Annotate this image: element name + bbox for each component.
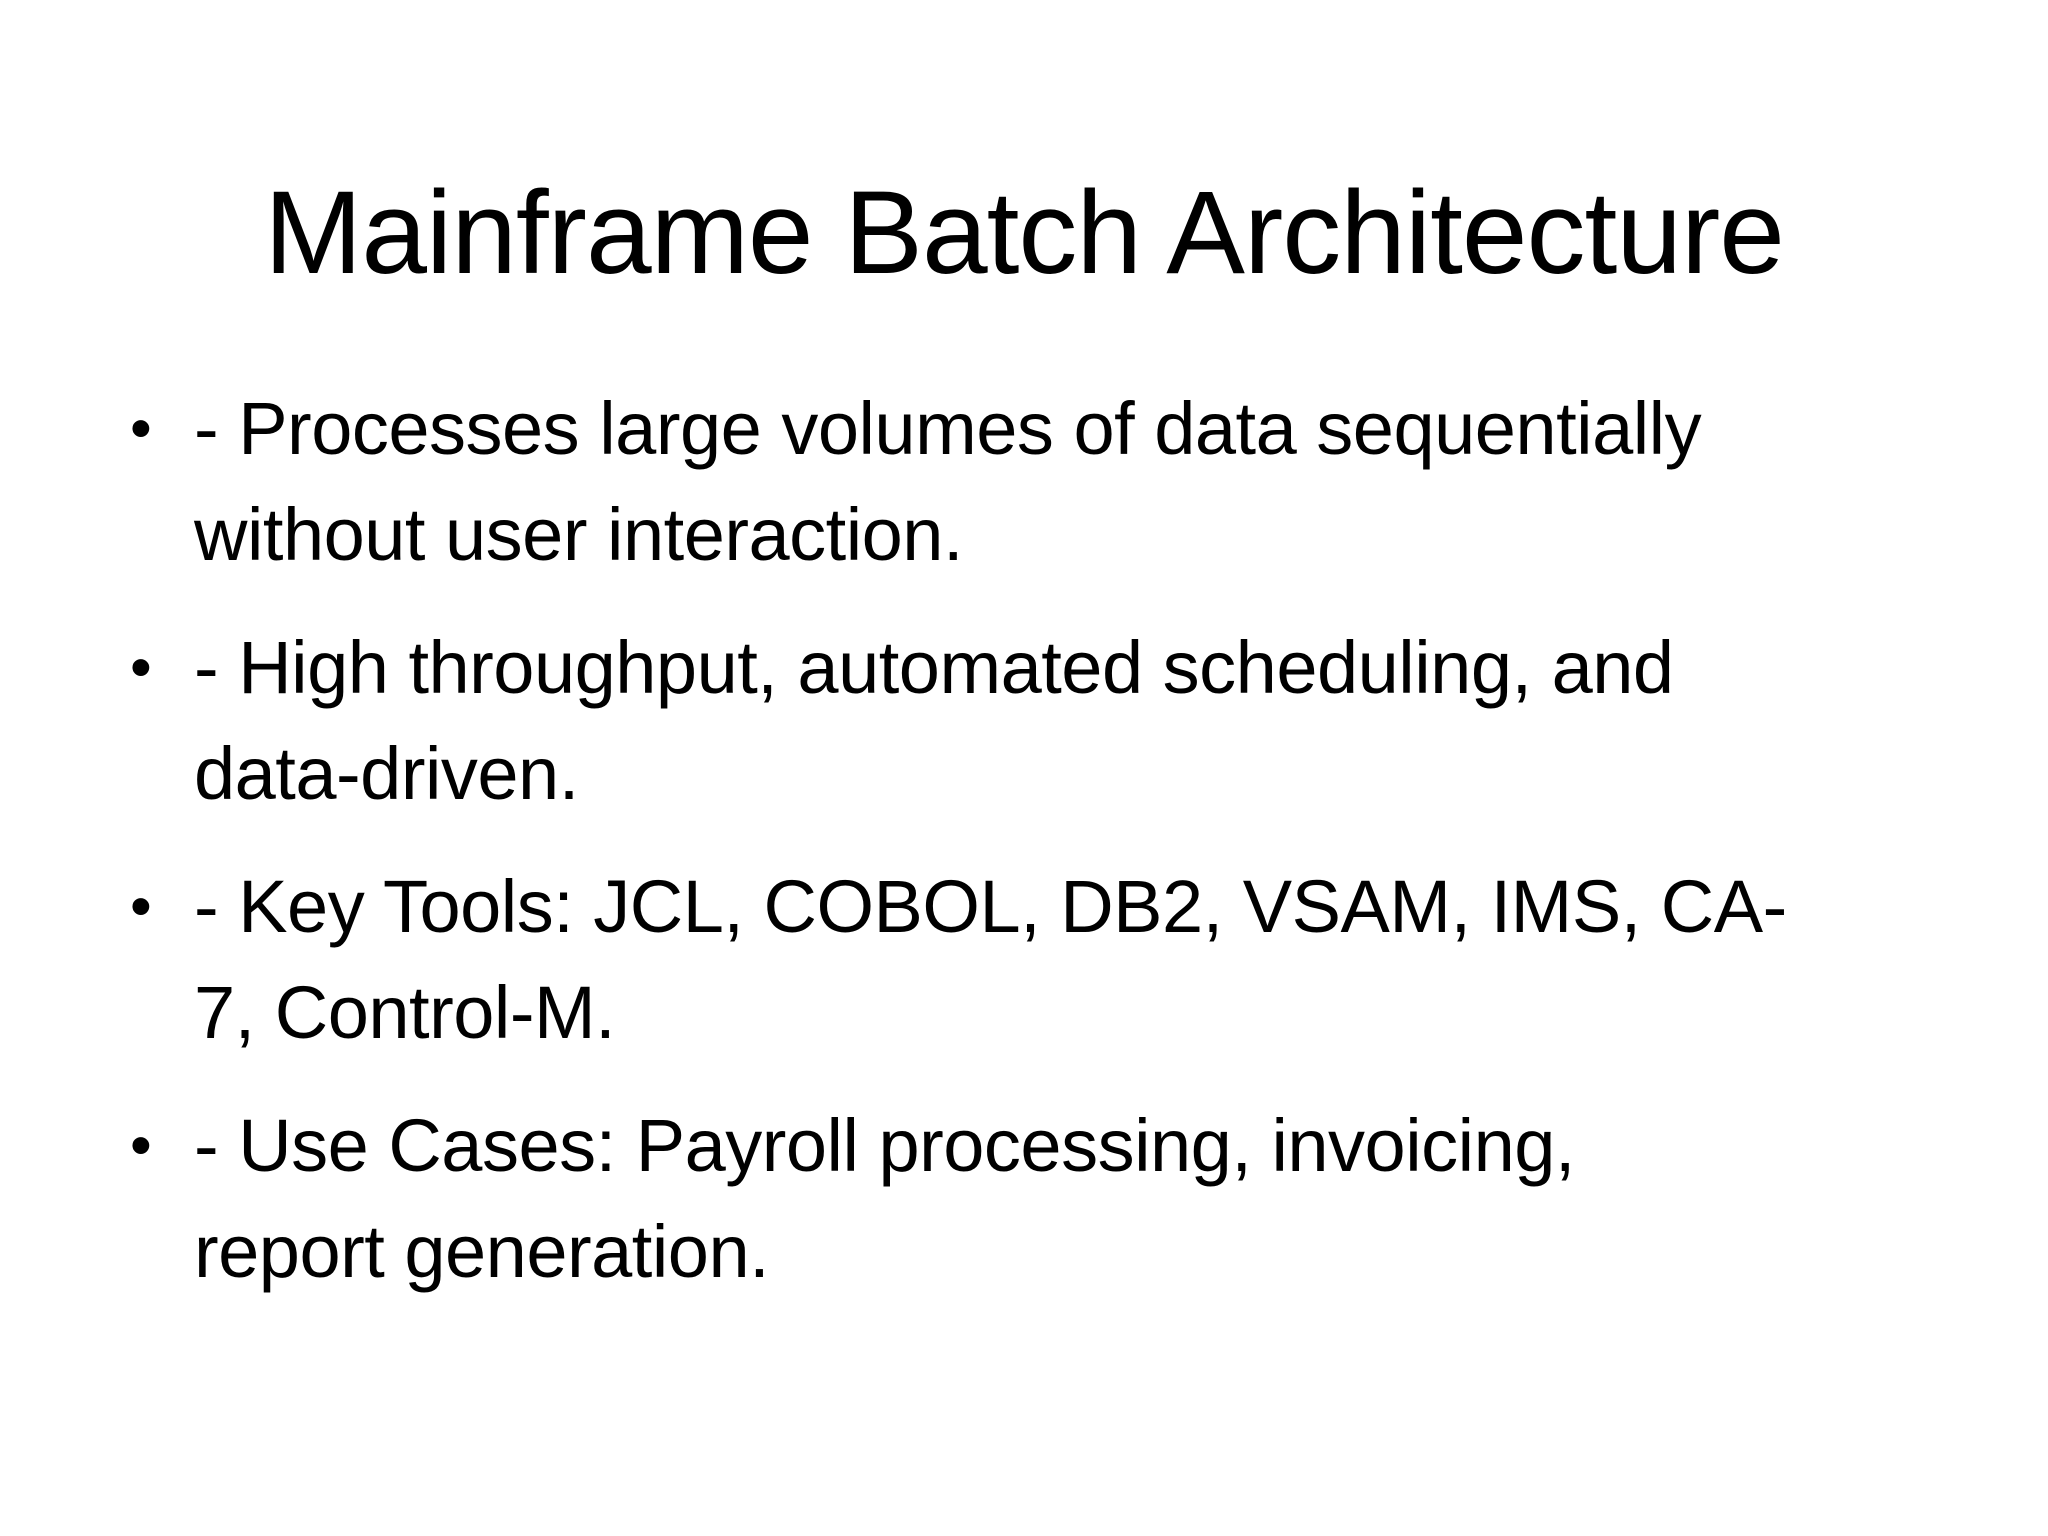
bullet-text-line: - Use Cases: Payroll processing, invoici… [194, 1104, 1575, 1187]
bullet-text-line: report generation. [194, 1210, 770, 1293]
bullet-icon: • [130, 394, 152, 463]
bullet-text-line: data-driven. [194, 732, 579, 815]
list-item: • - Processes large volumes of data sequ… [130, 376, 1940, 588]
bullet-icon: • [130, 633, 152, 702]
bullet-icon: • [130, 872, 152, 941]
list-item: • - Key Tools: JCL, COBOL, DB2, VSAM, IM… [130, 854, 1940, 1066]
list-item: • - Use Cases: Payroll processing, invoi… [130, 1093, 1940, 1305]
bullet-list: • - Processes large volumes of data sequ… [130, 376, 1940, 1332]
bullet-text-line: 7, Control-M. [194, 971, 616, 1054]
bullet-icon: • [130, 1111, 152, 1180]
bullet-text-line: - High throughput, automated scheduling,… [194, 626, 1674, 709]
slide-title: Mainframe Batch Architecture [264, 167, 1785, 300]
list-item: • - High throughput, automated schedulin… [130, 615, 1940, 827]
bullet-text-line: - Key Tools: JCL, COBOL, DB2, VSAM, IMS,… [194, 865, 1787, 948]
bullet-text-line: without user interaction. [194, 493, 964, 576]
bullet-text-line: - Processes large volumes of data sequen… [194, 387, 1702, 470]
